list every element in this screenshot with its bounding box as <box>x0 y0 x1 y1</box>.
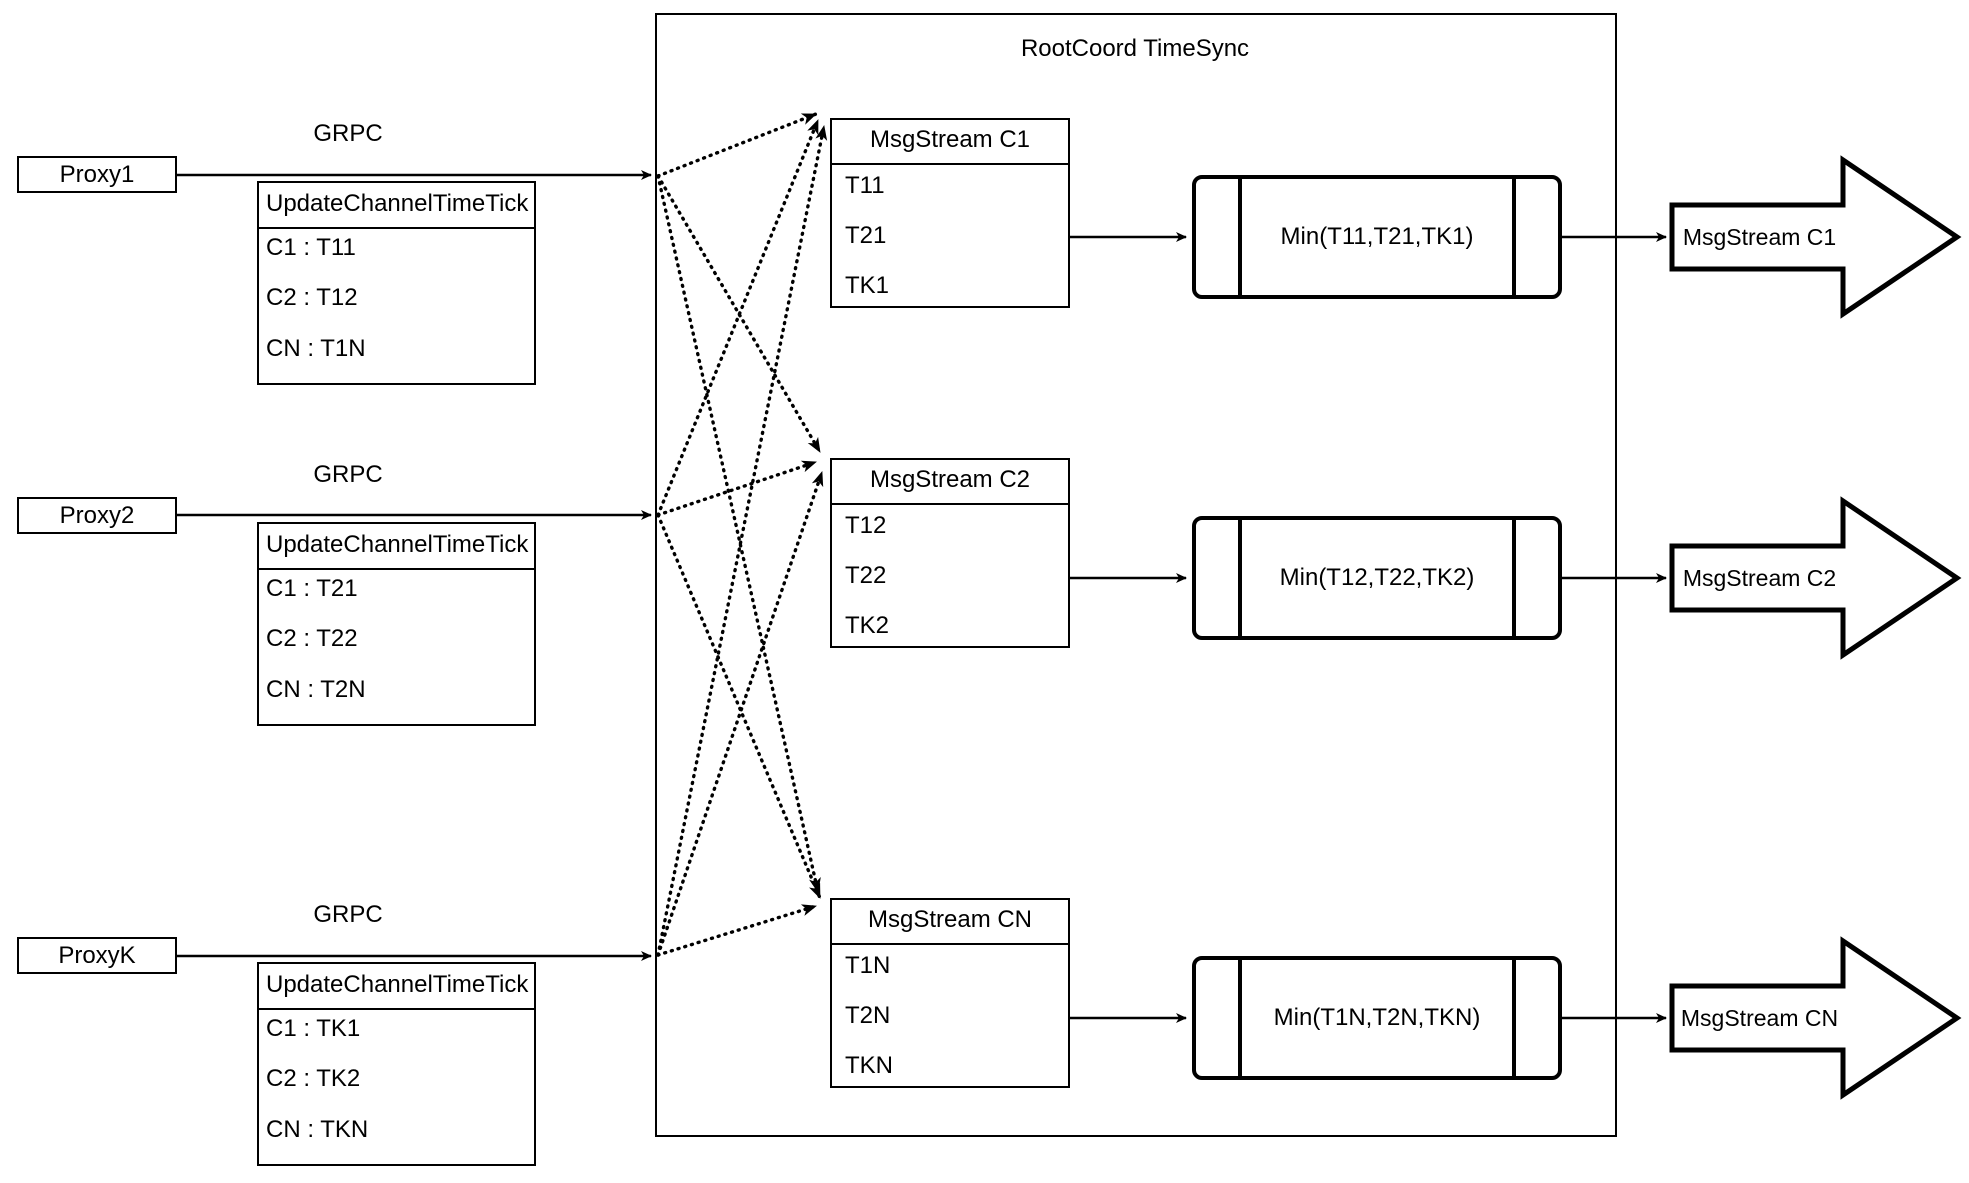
grpc-label-2: GRPC <box>313 461 383 488</box>
proxy-label-2: Proxy2 <box>59 501 135 529</box>
grpc-label-1: GRPC <box>313 120 383 147</box>
output-arrow-caption-2: MsgStream C2 <box>1682 564 1837 591</box>
msgstream-title-2: MsgStream C2 <box>869 466 1031 493</box>
rootcoord-timesync-container <box>655 13 1617 1137</box>
min-label-3: Min(T1N,T2N,TKN) <box>1273 1004 1481 1031</box>
rpc-title-1: UpdateChannelTimeTick <box>266 189 529 217</box>
msgstream-tick-1-2: TK1 <box>845 272 890 299</box>
proxy-box-1[interactable] <box>17 156 177 193</box>
msgstream-box-1 <box>830 118 1070 308</box>
rpc-row-2-0: C1 : T21 <box>266 574 358 602</box>
rootcoord-timesync-title: RootCoord TimeSync <box>1020 35 1250 62</box>
msgstream-box-2 <box>830 458 1070 648</box>
min-label-2: Min(T12,T22,TK2) <box>1279 564 1475 591</box>
rpc-row-1-1: C2 : T12 <box>266 283 358 311</box>
rpc-title-3: UpdateChannelTimeTick <box>266 970 529 998</box>
proxy-label-3: ProxyK <box>58 941 136 969</box>
rpc-row-3-2: CN : TKN <box>266 1115 369 1143</box>
msgstream-tick-3-1: T2N <box>845 1002 891 1029</box>
proxy-box-3[interactable] <box>17 937 177 974</box>
msgstream-tick-2-0: T12 <box>845 512 887 539</box>
rpc-row-3-1: C2 : TK2 <box>266 1064 361 1092</box>
rpc-row-1-0: C1 : T11 <box>266 233 356 261</box>
rpc-row-2-1: C2 : T22 <box>266 624 358 652</box>
msgstream-tick-3-2: TKN <box>845 1052 893 1079</box>
min-process-box-2 <box>1192 516 1562 640</box>
msgstream-tick-2-2: TK2 <box>845 612 890 639</box>
output-arrow-caption-3: MsgStream CN <box>1680 1004 1839 1031</box>
msgstream-tick-1-0: T11 <box>845 172 885 199</box>
rpc-box-1 <box>257 181 536 385</box>
proxy-label-1: Proxy1 <box>59 160 135 188</box>
rpc-row-1-2: CN : T1N <box>266 334 366 362</box>
msgstream-tick-2-1: T22 <box>845 562 887 589</box>
msgstream-tick-1-1: T21 <box>845 222 887 249</box>
min-process-box-3 <box>1192 956 1562 1080</box>
rpc-box-2 <box>257 522 536 726</box>
msgstream-title-1: MsgStream C1 <box>869 126 1031 153</box>
grpc-label-3: GRPC <box>313 901 383 928</box>
min-process-box-1 <box>1192 175 1562 299</box>
rpc-row-3-0: C1 : TK1 <box>266 1014 361 1042</box>
msgstream-box-3 <box>830 898 1070 1088</box>
min-label-1: Min(T11,T21,TK1) <box>1280 223 1474 250</box>
rpc-row-2-2: CN : T2N <box>266 675 366 703</box>
rpc-box-3 <box>257 962 536 1166</box>
msgstream-tick-3-0: T1N <box>845 952 891 979</box>
proxy-box-2[interactable] <box>17 497 177 534</box>
rpc-title-2: UpdateChannelTimeTick <box>266 530 529 558</box>
msgstream-title-3: MsgStream CN <box>867 906 1033 933</box>
output-arrow-caption-1: MsgStream C1 <box>1682 223 1837 250</box>
